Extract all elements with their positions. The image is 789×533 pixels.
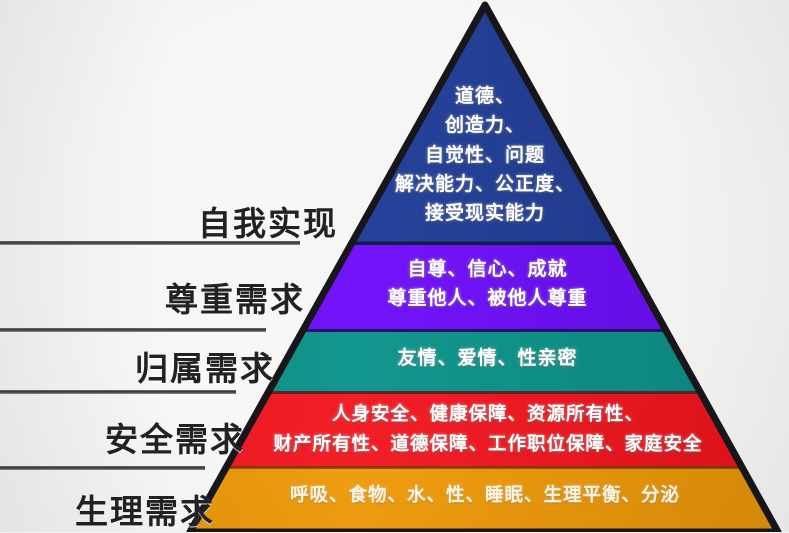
band-separator-1 [190, 241, 778, 245]
band-physiological [190, 468, 778, 532]
band-safety [190, 393, 778, 468]
band-separator-2 [190, 329, 778, 332]
level-label-safety: 安全需求 [105, 420, 245, 459]
divider-line-2 [0, 328, 266, 332]
level-label-column: 自我实现 尊重需求 归属需求 安全需求 生理需求 [0, 0, 360, 532]
divider-line-3 [0, 390, 236, 394]
band-separator-4 [190, 466, 778, 469]
divider-line-4 [0, 466, 205, 470]
band-separator-3 [190, 391, 778, 394]
pyramid-outline [186, 1, 782, 532]
level-label-esteem: 尊重需求 [165, 280, 305, 319]
level-label-self-actualization: 自我实现 [198, 204, 338, 243]
divider-line-1 [0, 241, 300, 245]
level-label-belonging: 归属需求 [135, 349, 275, 388]
level-label-physiological: 生理需求 [75, 492, 215, 531]
